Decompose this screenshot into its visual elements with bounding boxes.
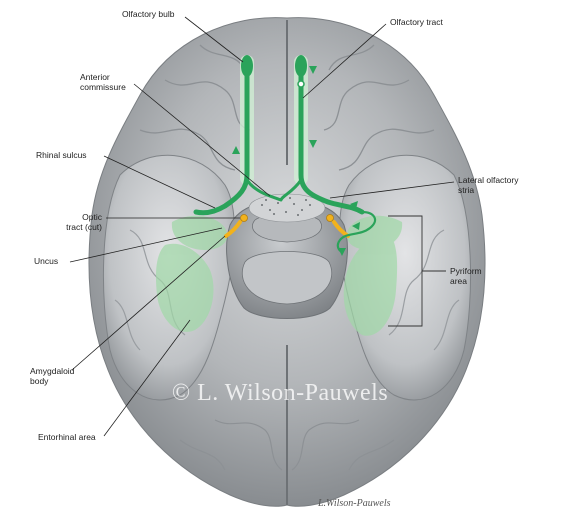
leader-entorhinal-area [103,319,191,437]
label-anterior-commissure: Anterior commissure [80,72,126,92]
label-olfactory-bulb: Olfactory bulb [122,9,175,19]
left-olfactory-tract [193,59,250,216]
right-olfactory-bulb [295,55,307,77]
olfactory-pathway [193,55,377,254]
perforation-dots [261,197,311,216]
label-amygdaloid-body: Amygdaloid body [30,366,75,386]
arrow-stria-top [350,201,358,209]
tract-node [297,80,305,88]
artist-signature: L.Wilson-Pauwels [318,498,391,509]
leader-uncus [69,227,223,263]
leader-anterior-commissure [133,83,271,197]
medial-striae [245,178,303,202]
leader-rhinal-sulcus [103,155,216,209]
arrow-stria-left [352,222,360,230]
leader-amygdaloid-body [71,235,226,371]
copyright-watermark: © L. Wilson-Pauwels [171,380,389,406]
arrow-right-tract-1 [309,66,317,74]
label-optic-tract: Optic tract (cut) [66,212,102,232]
label-entorhinal-area: Entorhinal area [38,432,96,442]
left-optic-cut [240,214,248,222]
pyriform-highlights [155,215,403,336]
leader-lateral-olfactory-stria [329,181,455,199]
arrow-right-tract-2 [309,140,317,148]
right-olfactory-tract [298,59,365,215]
label-rhinal-sulcus: Rhinal sulcus [36,150,87,160]
leader-lines [69,16,455,437]
pyriform-bracket [388,215,446,327]
arrow-left-tract [232,146,240,154]
arrow-stria-bottom [338,248,346,256]
label-pyriform-area: Pyriform area [450,266,482,286]
pons [241,251,333,305]
left-entorhinal-highlight [155,243,214,332]
label-uncus: Uncus [34,256,59,266]
occipital-gyri [179,419,395,471]
leader-olfactory-bulb [184,16,244,63]
lateral-stria-loop [336,210,377,254]
right-pyriform-highlight [343,234,398,336]
label-lateral-olfactory-stria: Lateral olfactory stria [458,175,519,195]
right-optic-cut [326,214,334,222]
left-optic-tract [224,220,242,238]
left-olfactory-bulb [241,55,253,77]
label-olfactory-tract: Olfactory tract [390,17,443,27]
leader-olfactory-tract [302,23,387,99]
pathway-arrows [232,66,360,256]
